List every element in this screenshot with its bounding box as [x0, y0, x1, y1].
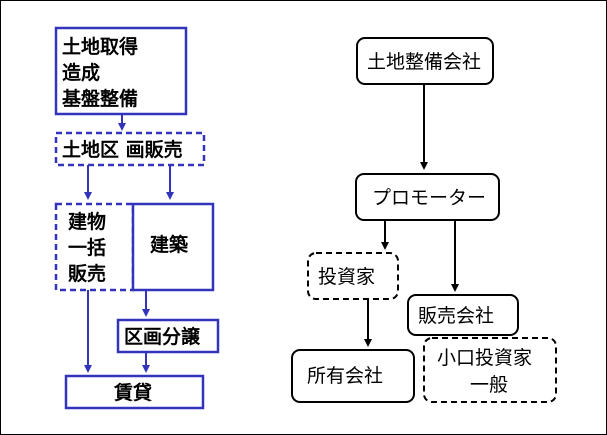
- land-dev-company-label: 土地整備会社: [367, 51, 481, 73]
- owner-company-label: 所有会社: [307, 365, 383, 387]
- land-acquisition-line-1: 土地取得: [62, 35, 138, 58]
- investor-box: [307, 252, 399, 300]
- investor-label: 投資家: [318, 266, 375, 288]
- land-acquisition-line-2: 造成: [62, 61, 100, 84]
- right-flow: 土地整備会社 プロモーター 投資家 販売会社 所有会社 小口投資家 一般: [291, 37, 557, 403]
- land-acquisition-line-3: 基盤整備: [61, 87, 138, 110]
- bulk-sales-line-1: 建物: [68, 210, 106, 233]
- small-investor-line-1: 小口投資家: [437, 347, 532, 369]
- promoter-label: プロモーター: [372, 187, 486, 209]
- condominium-label: 区画分譲: [124, 325, 201, 348]
- owner-company-box: [291, 349, 415, 403]
- land-acquisition-box: [54, 26, 188, 116]
- left-flow: 土地取得 造成 基盤整備 土地区 画販売 建物 一括 販売 建築 区画分譲 賃貸: [54, 26, 220, 410]
- lot-sales-label: 土地区 画販売: [62, 138, 183, 161]
- condominium-box: [116, 318, 220, 354]
- bulk-sales-line-3: 販売: [68, 262, 106, 285]
- lot-sales-box: [54, 131, 206, 167]
- construction-box: [131, 202, 215, 292]
- small-investor-box: [423, 337, 557, 403]
- rental-box: [64, 374, 205, 410]
- sales-company-label: 販売会社: [418, 305, 494, 327]
- bulk-sales-box: [54, 202, 135, 292]
- construction-label: 建築: [150, 233, 189, 256]
- promoter-box: [355, 173, 500, 221]
- rental-label: 賃貸: [113, 381, 152, 404]
- bulk-sales-line-2: 一括: [68, 237, 106, 259]
- small-investor-line-2: 一般: [470, 374, 508, 396]
- sales-company-box: [407, 294, 519, 336]
